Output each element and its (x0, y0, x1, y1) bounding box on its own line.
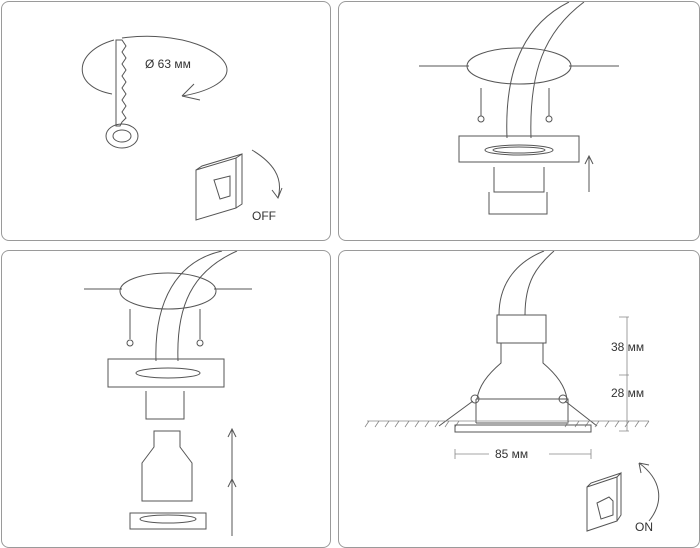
step-1-panel: Ø 63 мм OFF (1, 1, 331, 241)
lamp-insertion-drawing (84, 251, 252, 536)
fixture-insertion-drawing (419, 2, 619, 215)
installed-dimensions-drawing: 38 мм 28 мм 85 мм ON (364, 251, 660, 534)
switch-off-label: OFF (252, 209, 276, 223)
width-label: 85 мм (495, 447, 528, 461)
height-top-label: 38 мм (611, 340, 644, 354)
step-3-panel (1, 250, 331, 548)
height-bottom-label: 28 мм (611, 386, 644, 400)
step-2-panel (338, 1, 700, 241)
hole-saw-drawing: Ø 63 мм OFF (81, 35, 283, 223)
hole-diameter-label: Ø 63 мм (145, 57, 191, 71)
step-4-panel: 38 мм 28 мм 85 мм ON (338, 250, 700, 548)
switch-on-label: ON (635, 520, 653, 534)
